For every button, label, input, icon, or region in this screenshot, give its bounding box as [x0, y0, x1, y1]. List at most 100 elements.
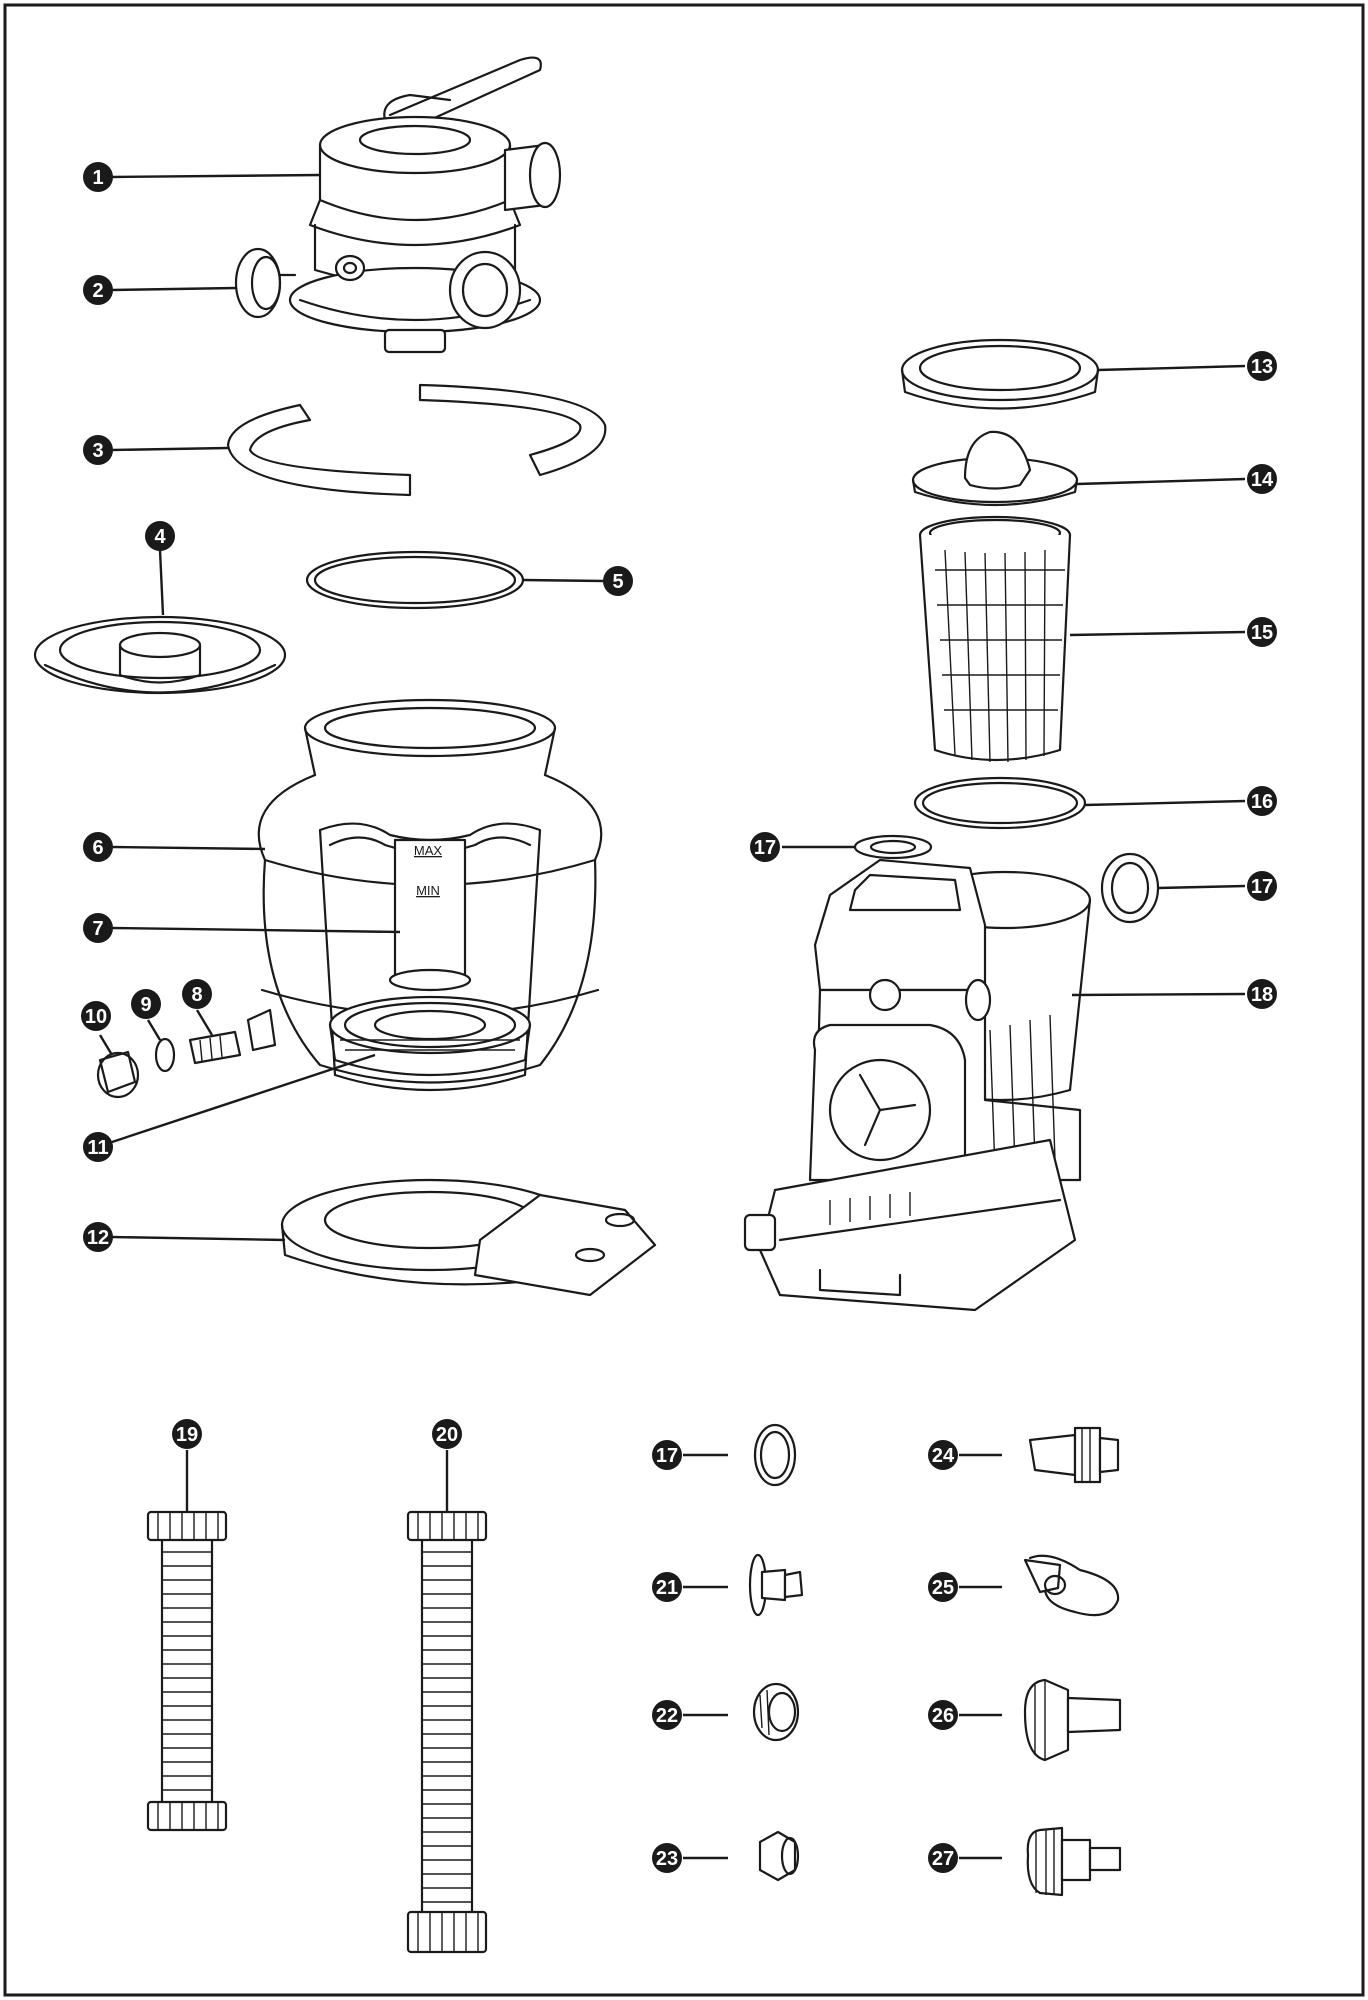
callout-number: 23: [656, 1848, 678, 1870]
callout-circle: [83, 913, 113, 943]
adapter-part-24: [1028, 1426, 1120, 1484]
callout-c11: 11: [83, 1132, 113, 1162]
callout-c9: 9: [131, 989, 161, 1019]
leader-16: [1084, 799, 1246, 807]
callout-number: 25: [932, 1577, 954, 1599]
callout-c13: 13: [1247, 351, 1277, 381]
callout-circle: [1247, 786, 1277, 816]
callout-c10: 10: [81, 1001, 111, 1031]
leader-3: [111, 446, 229, 452]
callout-c25: 25: [928, 1572, 958, 1602]
callout-c2: 2: [83, 275, 113, 305]
callout-circle: [182, 979, 212, 1009]
callout-c20: 20: [432, 1419, 462, 1449]
page-border: [3, 3, 1365, 1997]
callout-c15: 15: [1247, 617, 1277, 647]
callout-circle: [432, 1419, 462, 1449]
callout-circle: [652, 1843, 682, 1873]
min-fill-label: MIN: [416, 883, 440, 898]
callout-number: 21: [656, 1577, 678, 1599]
drain-plug-part: [188, 1030, 242, 1065]
valve-adapter-part-26: [1023, 1678, 1122, 1762]
hose-clamp-part-25: [1023, 1554, 1120, 1617]
callout-number: 13: [1251, 356, 1273, 378]
end-cap-part-23: [758, 1830, 800, 1882]
connection-hose-part-19: [146, 1510, 228, 1832]
callout-circle: [928, 1843, 958, 1873]
callout-circle: [652, 1572, 682, 1602]
callout-number: 8: [191, 984, 202, 1006]
callout-number: 14: [1251, 469, 1274, 491]
callout-c27: 27: [928, 1843, 958, 1873]
callout-c17a: 17: [750, 832, 780, 862]
diffuser-lid-part: [33, 615, 287, 695]
small-o-ring-part-17: [753, 1423, 797, 1487]
callout-circle: [145, 521, 175, 551]
callout-circle: [928, 1700, 958, 1730]
callout-number: 2: [92, 280, 103, 302]
leader-12: [111, 1235, 286, 1242]
callout-c26: 26: [928, 1700, 958, 1730]
callout-circle: [83, 1222, 113, 1252]
callout-circle: [1247, 464, 1277, 494]
callout-number: 18: [1251, 984, 1273, 1006]
callout-number: 6: [92, 837, 103, 859]
callout-number: 9: [140, 994, 151, 1016]
drain-cap-part: [96, 1050, 140, 1099]
callout-circle: [81, 1001, 111, 1031]
sand-filter-tank-part: MAX MIN: [246, 698, 603, 1092]
callout-c17b: 17: [1247, 871, 1277, 901]
callout-c17c: 17: [652, 1440, 682, 1470]
callout-c5: 5: [603, 566, 633, 596]
callout-circle: [603, 566, 633, 596]
callout-number: 20: [436, 1424, 458, 1446]
callout-circle: [131, 989, 161, 1019]
callout-circle: [1247, 351, 1277, 381]
leader-4: [158, 549, 165, 616]
plunger-valve-part-21: [748, 1553, 804, 1617]
callout-number: 22: [656, 1705, 678, 1727]
callout-c7: 7: [83, 913, 113, 943]
callout-number: 10: [85, 1006, 107, 1028]
leader-lines: [98, 173, 1246, 1860]
callout-circle: [83, 832, 113, 862]
leader-17b: [1157, 884, 1246, 890]
callout-circle: [83, 275, 113, 305]
filter-pump-part: [743, 858, 1092, 1312]
callout-number: 27: [932, 1848, 954, 1870]
callout-circle: [83, 162, 113, 192]
leader-18: [1071, 992, 1246, 997]
callout-c22: 22: [652, 1700, 682, 1730]
leader-8: [195, 1009, 214, 1036]
callout-circle: [652, 1440, 682, 1470]
leader-7: [111, 926, 401, 934]
callout-c24: 24: [928, 1440, 958, 1470]
callout-c1: 1: [83, 162, 113, 192]
hose-seal-part-b: [1100, 852, 1160, 924]
pump-lid-o-ring-part: [913, 776, 1087, 830]
callout-circle: [1247, 617, 1277, 647]
strainer-connector-part-27: [1026, 1826, 1122, 1897]
leader-14: [1076, 477, 1246, 486]
callout-circle: [928, 1572, 958, 1602]
callout-circle: [750, 832, 780, 862]
max-fill-label: MAX: [414, 843, 443, 858]
callout-circle: [172, 1419, 202, 1449]
drain-o-ring-part: [154, 1037, 176, 1073]
callout-number: 17: [1251, 876, 1273, 898]
leader-10: [98, 1034, 114, 1056]
callout-number: 7: [92, 918, 103, 940]
callout-number: 24: [932, 1445, 955, 1467]
leader-11: [111, 1053, 376, 1144]
callout-circle: [1247, 979, 1277, 1009]
multiport-valve-part: [288, 56, 562, 354]
clamp-ring-part: [226, 383, 607, 497]
leader-6: [111, 845, 266, 851]
callout-c8: 8: [182, 979, 212, 1009]
callout-number: 11: [87, 1137, 108, 1159]
callout-number: 3: [92, 440, 103, 462]
callout-c16: 16: [1247, 786, 1277, 816]
callout-circle: [652, 1700, 682, 1730]
